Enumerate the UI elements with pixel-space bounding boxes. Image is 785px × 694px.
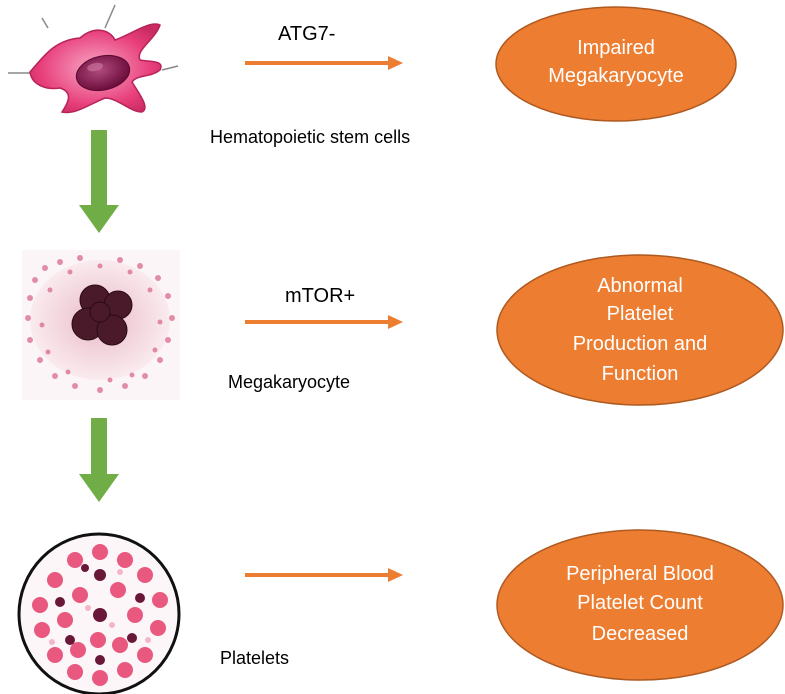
arrow-mk-to-outcome [245,315,403,329]
outcome-abnormal-platelet: Abnormal Platelet Production and Functio… [496,254,784,406]
arrow-label-mtor: mTOR+ [285,285,355,307]
outcome-line: Function [602,363,679,385]
outcome-impaired-megakaryocyte: Impaired Megakaryocyte [495,6,737,122]
outcome-line: Platelet Count [577,592,703,614]
outcome-line: Production and [573,333,708,355]
green-arrow-down-2 [79,418,119,502]
stage-label-megakaryocyte: Megakaryocyte [228,372,350,392]
arrow-hsc-to-outcome [245,56,403,70]
stem-cell-image [8,4,179,114]
outcome-line: Peripheral Blood [566,563,714,585]
outcome-line: Platelet [607,303,674,325]
outcome-line: Megakaryocyte [548,65,684,87]
green-arrow-down-1 [79,130,119,233]
outcome-peripheral-blood-platelet-count: Peripheral Blood Platelet Count Decrease… [496,529,784,681]
megakaryocyte-image [22,250,180,400]
stage-label-platelets: Platelets [220,648,289,668]
arrow-platelets-to-outcome [245,568,403,582]
outcome-line: Abnormal [597,275,683,297]
arrow-label-atg7: ATG7- [278,23,335,45]
outcome-line: Impaired [577,37,655,59]
platelets-smear-image [17,532,181,694]
stage-label-hsc: Hematopoietic stem cells [210,127,410,147]
outcome-line: Decreased [592,623,689,645]
